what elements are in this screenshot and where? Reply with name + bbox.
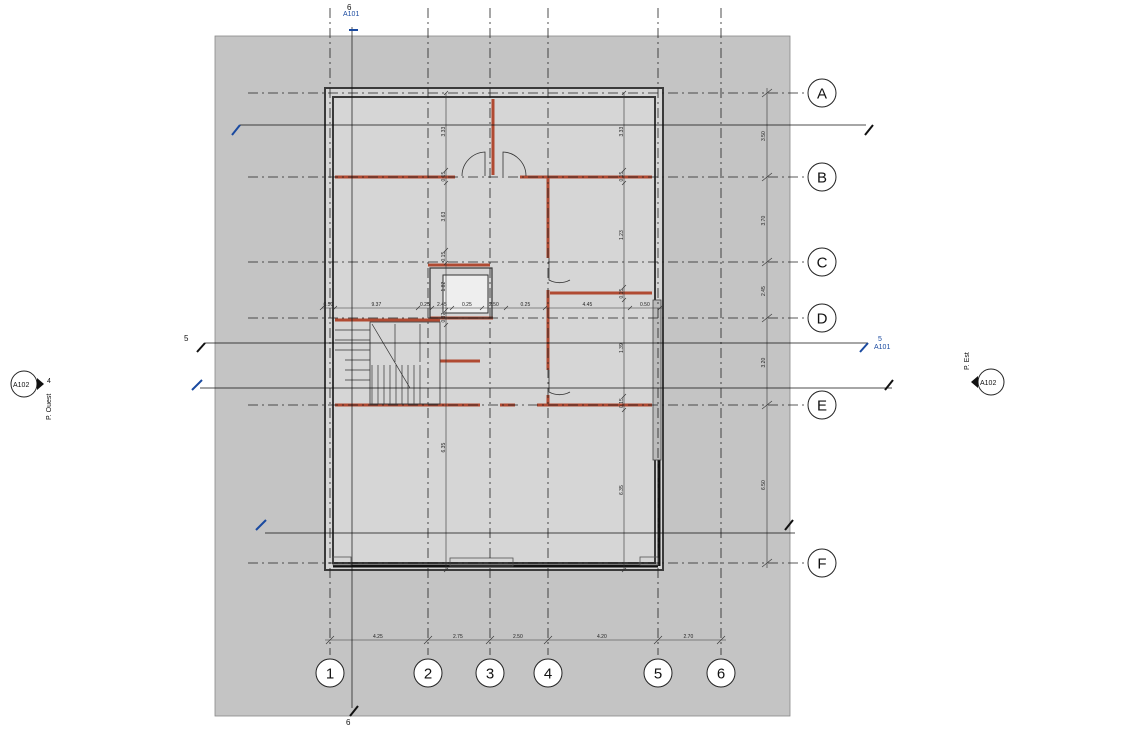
grid-bubble-D[interactable]: D <box>807 303 837 333</box>
grid-bubble-label: 4 <box>544 666 552 683</box>
fixture-ne <box>639 556 659 566</box>
elev-east-sheet: A102 <box>980 380 996 387</box>
grid-bubble-6[interactable]: 6 <box>706 658 736 688</box>
grid-bubble-label: C <box>817 255 828 272</box>
exterior-wall-outer <box>324 87 664 571</box>
elevation-west-marker[interactable]: A102 4 P. Ouest <box>10 370 53 420</box>
right-dim-label: 6.50 <box>761 480 767 490</box>
grid-bubble-F[interactable]: F <box>807 548 837 578</box>
interior-dim-label: 0.15 <box>441 172 447 182</box>
grid-bubble-label: 2 <box>424 666 432 683</box>
grid-bubble-label: E <box>817 398 827 415</box>
d-row-dim-label: 0.25 <box>521 302 531 308</box>
grid-bubble-E[interactable]: E <box>807 390 837 420</box>
elev-west-name: P. Ouest <box>46 394 53 420</box>
d-row-dim-label: 0.50 <box>640 302 650 308</box>
elev-west-sheet: A102 <box>13 382 29 389</box>
grid-bubble-2[interactable]: 2 <box>413 658 443 688</box>
grid-bubble-label: F <box>817 556 826 573</box>
grid-bubble-label: 5 <box>654 666 662 683</box>
interior-dim-label: 1.23 <box>619 230 625 240</box>
bottom-dimension-chain: 4.25 2.75 2.50 4.20 2.70 <box>325 634 726 645</box>
section-5-number-right[interactable]: 5 <box>878 336 882 343</box>
d-row-dim-label: 0.50 <box>324 302 334 308</box>
right-dim-label: 3.50 <box>761 131 767 141</box>
grid-bubble-label: B <box>817 170 827 187</box>
elev-east-name: P. Est <box>964 352 971 370</box>
fixture-nw <box>332 556 352 566</box>
interior-dim-label: 0.15 <box>619 172 625 182</box>
d-row-dim-label: 4.45 <box>583 302 593 308</box>
bottom-dim-label: 4.20 <box>597 634 607 640</box>
section-6-number-bottom[interactable]: 6 <box>346 718 351 727</box>
d-row-dimension-chain: 0.50 9.37 0.25 2.45 0.25 2.50 0.25 4.45 0.50 <box>319 302 663 311</box>
grid-bubble-label: 1 <box>326 666 334 683</box>
interior-dim-label: 3.33 <box>619 127 625 137</box>
shaft <box>429 267 493 319</box>
bottom-dim-label: 2.50 <box>513 634 523 640</box>
grid-bubble-5[interactable]: 5 <box>643 658 673 688</box>
grid-bubbles: 1 2 3 4 5 6 A B C D E F <box>315 78 837 688</box>
doors <box>461 151 571 396</box>
grid-bubble-label: 6 <box>717 666 725 683</box>
east-wall-column <box>652 299 662 461</box>
grid-bubble-label: A <box>817 86 827 103</box>
right-dim-label: 3.70 <box>761 216 767 226</box>
column-2-dimension-chain: 3.33 0.15 3.63 0.15 1.82 0.37 6.35 <box>441 90 449 573</box>
d-row-dim-label: 0.25 <box>420 302 430 308</box>
bottom-dim-label: 2.75 <box>453 634 463 640</box>
interior-dim-label: 0.15 <box>441 252 447 262</box>
bottom-dim-label: 2.70 <box>684 634 694 640</box>
grid-bubble-label: D <box>817 311 828 328</box>
grid-bubble-1[interactable]: 1 <box>315 658 345 688</box>
grid-bubble-4[interactable]: 4 <box>533 658 563 688</box>
interior-dim-label: 6.35 <box>619 485 625 495</box>
grid-bubble-A[interactable]: A <box>807 78 837 108</box>
d-row-dim-label: 2.45 <box>437 302 447 308</box>
window-south <box>449 557 514 567</box>
interior-dim-label: 0.15 <box>619 289 625 299</box>
grid-bubble-B[interactable]: B <box>807 162 837 192</box>
section-6-sheet-top[interactable]: A101 <box>343 11 359 18</box>
elev-west-number: 4 <box>47 378 51 385</box>
interior-dim-label: 3.63 <box>441 212 447 222</box>
grid-bubble-3[interactable]: 3 <box>475 658 505 688</box>
interior-dim-label: 0.37 <box>441 313 447 323</box>
elevation-east-marker[interactable]: A102 P. Est <box>964 352 1005 396</box>
d-row-dim-label: 2.50 <box>489 302 499 308</box>
section-6-number-top[interactable]: 6 <box>347 3 352 12</box>
section-5-sheet-right[interactable]: A101 <box>874 344 890 351</box>
section-lines <box>200 27 892 708</box>
bottom-dim-label: 4.25 <box>373 634 383 640</box>
grid-bubble-label: 3 <box>486 666 494 683</box>
section-marks-dark <box>196 124 894 717</box>
grid-lines <box>248 8 805 655</box>
d-row-dim-label: 9.37 <box>372 302 382 308</box>
interior-dim-label: 3.33 <box>441 127 447 137</box>
interior-dim-label: 1.39 <box>619 343 625 353</box>
right-dim-label: 3.20 <box>761 358 767 368</box>
section-marks <box>191 29 869 531</box>
right-dim-label: 2.45 <box>761 286 767 296</box>
section-5-number-left[interactable]: 5 <box>184 334 189 343</box>
interior-dim-label: 0.15 <box>619 398 625 408</box>
interior-dim-label: 1.82 <box>441 282 447 292</box>
d-row-dim-label: 0.25 <box>462 302 472 308</box>
column-5-dimension-chain: 3.33 0.15 1.23 0.15 1.39 0.15 6.35 <box>619 90 627 573</box>
grid-bubble-C[interactable]: C <box>807 247 837 277</box>
right-dimension-chain: 3.50 3.70 2.45 3.20 6.50 <box>761 88 773 568</box>
interior-dim-label: 6.35 <box>441 443 447 453</box>
